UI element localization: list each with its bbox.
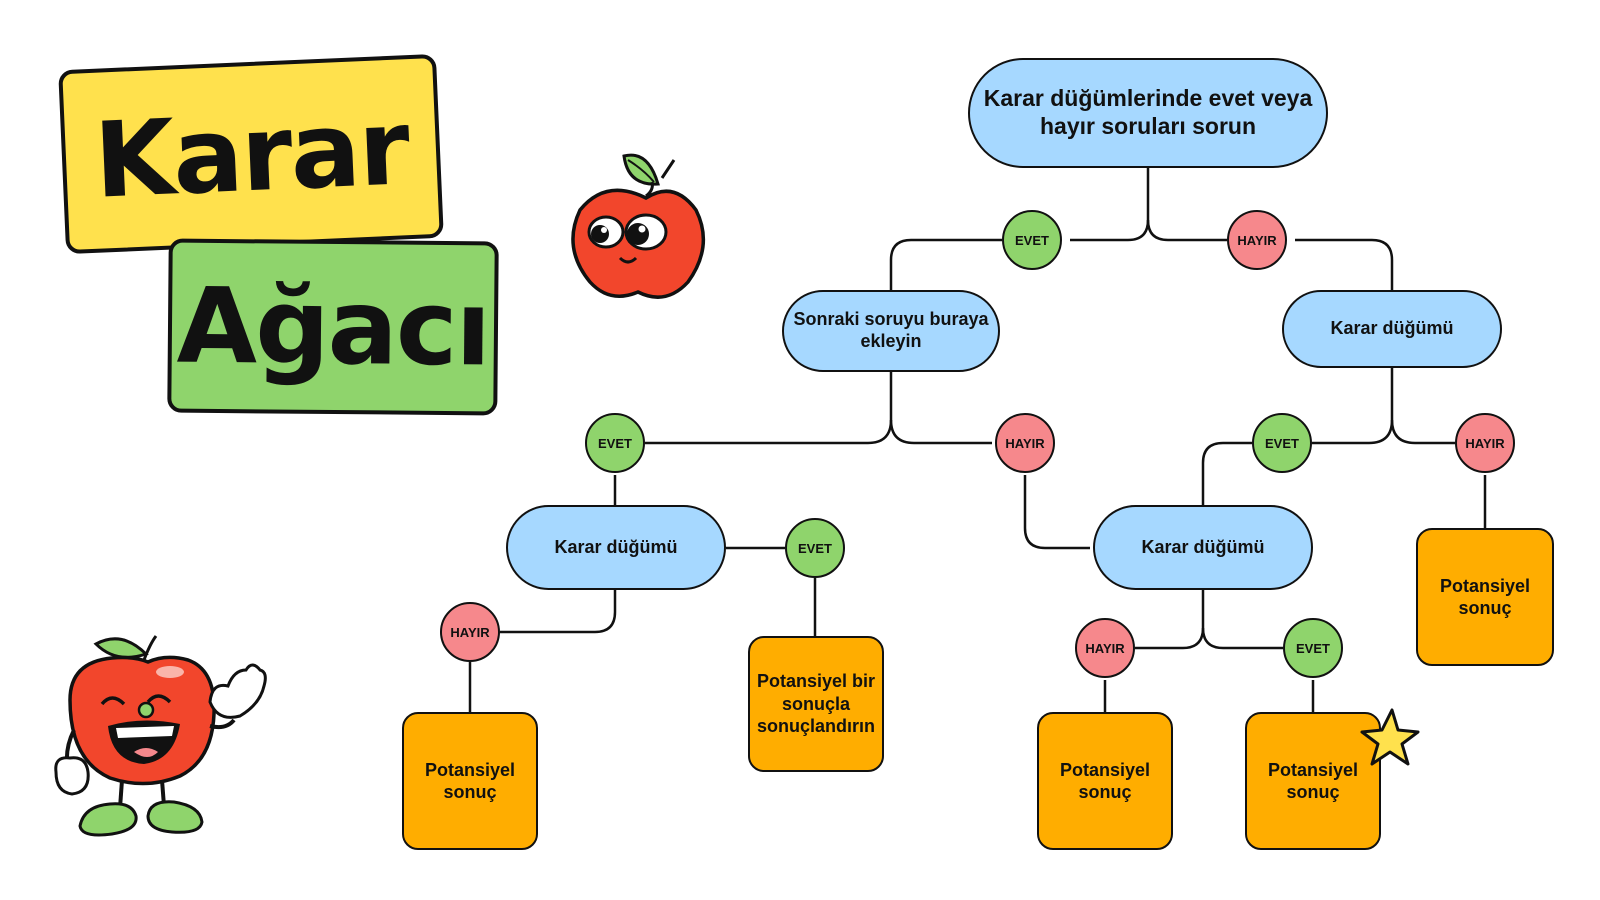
right-question-node: Karar düğümü [1282,290,1502,368]
badge-yes-left: EVET [585,413,645,473]
connector-b-down [1135,590,1205,650]
title-line-1: Karar [91,86,411,222]
outcome-b-yes: Potansiyel sonuç [1245,712,1381,850]
outcome-a-no: Potansiyel sonuç [402,712,538,850]
connector-root-down [1070,168,1150,242]
connector-a-no [500,590,617,634]
connector-left-no-down [1023,475,1090,550]
root-question-node: Karar düğümlerinde evet veya hayır sorul… [968,58,1328,168]
root-question-text: Karar düğümlerinde evet veya hayır sorul… [983,85,1313,139]
left-question-node: Sonraki soruyu buraya ekleyin [782,290,1000,372]
connector-left-right [889,419,992,445]
left-question-text: Sonraki soruyu buraya ekleyin [793,309,989,351]
outcome-b-no: Potansiyel sonuç [1037,712,1173,850]
right-question-text: Karar düğümü [1330,318,1454,339]
decision-node-a: Karar düğümü [506,505,726,590]
title-karar: Karar [58,53,444,255]
connector-left-down [645,372,893,445]
badge-no-left: HAYIR [995,413,1055,473]
connector-root-right [1146,219,1227,242]
title-line-2: Ağacı [176,264,490,390]
apple-mascot-icon [571,153,706,299]
connector-right-right [1390,419,1455,445]
badge-no-right: HAYIR [1455,413,1515,473]
connector-root-yes [889,238,1002,290]
badge-yes-b: EVET [1283,618,1343,678]
badge-yes-root: EVET [1002,210,1062,270]
badge-no-b: HAYIR [1075,618,1135,678]
badge-no-root: HAYIR [1227,210,1287,270]
connector-root-no [1295,238,1394,290]
decision-node-b: Karar düğümü [1093,505,1313,590]
connector-right-yes-left [1201,441,1252,505]
badge-yes-a: EVET [785,518,845,578]
outcome-right-no: Potansiyel sonuç [1416,528,1554,666]
title-agaci: Ağacı [167,238,499,416]
connector-b-yes [1201,627,1283,650]
badge-no-a: HAYIR [440,602,500,662]
apple-character-icon [54,635,267,837]
connector-right-down [1312,368,1394,445]
star-icon [1360,708,1420,766]
badge-yes-right: EVET [1252,413,1312,473]
outcome-a-yes: Potansiyel bir sonuçla sonuçlandırın [748,636,884,772]
